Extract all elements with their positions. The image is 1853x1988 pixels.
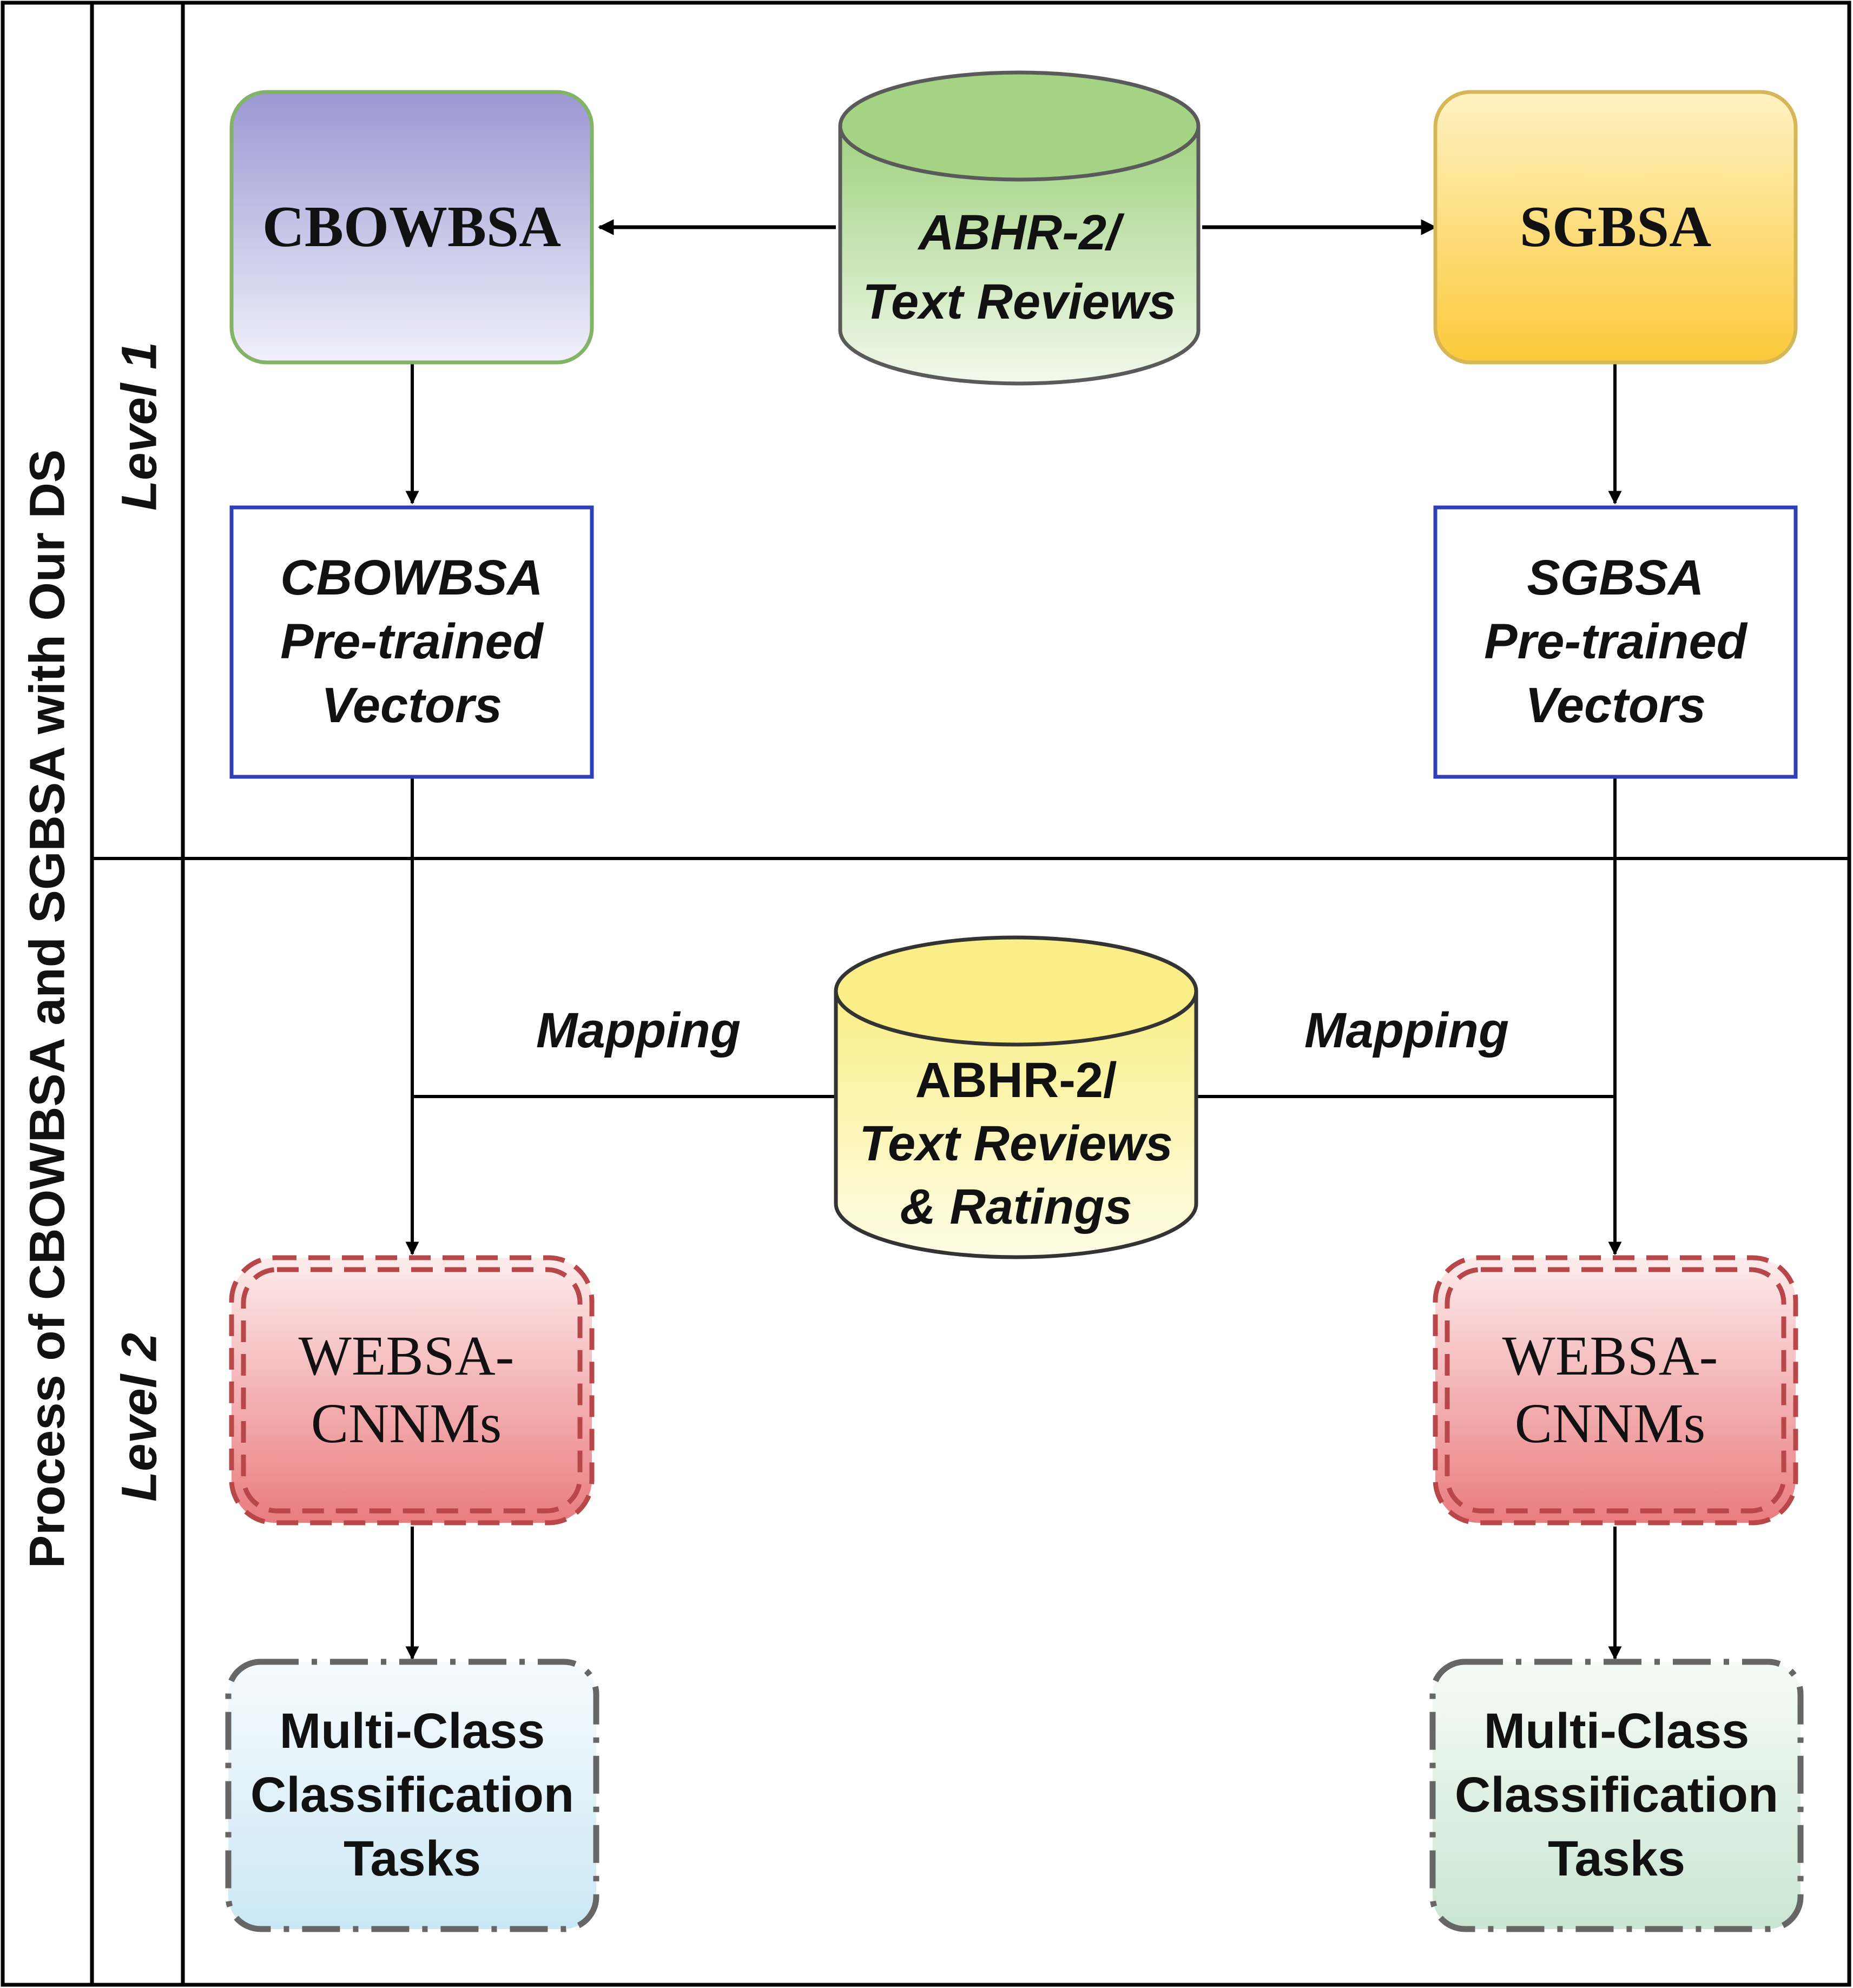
- sgbsa-vectors-box: [1433, 505, 1798, 779]
- cbowbsa-vectors-label: CBOWBSA Pre-trained Vectors: [280, 550, 543, 733]
- websa-left-label: WEBSA- CNNMs: [298, 1325, 515, 1455]
- dataset-2-line-3: & Ratings: [900, 1179, 1132, 1234]
- tasks-right-label: Multi-Class Classification Tasks: [1454, 1703, 1779, 1886]
- cbowbsa-label: CBOWBSA: [262, 195, 562, 259]
- dataset-cylinder-1: [838, 70, 1201, 386]
- mapping-right-label: Mapping: [1304, 1002, 1509, 1058]
- level-1-label: Level 1: [111, 342, 167, 511]
- dataset-1-line-2: Text Reviews: [862, 274, 1176, 329]
- tasks-left-box: [225, 1659, 599, 1932]
- dataset-cylinder-2: [834, 935, 1198, 1259]
- sgbsa-vectors-label: SGBSA Pre-trained Vectors: [1484, 550, 1747, 733]
- websa-right-box: [1433, 1255, 1798, 1525]
- sgbsa-label: SGBSA: [1519, 195, 1712, 259]
- sgbsa-box: [1433, 90, 1798, 365]
- cbowbsa-box: [229, 90, 594, 365]
- websa-left-box: [229, 1255, 595, 1525]
- level-2-label: Level 2: [111, 1333, 167, 1502]
- process-title: Process of CBOWBSA and SGBSA with Our DS: [19, 449, 75, 1569]
- tasks-right-box: [1429, 1659, 1804, 1932]
- dataset-1-line-1: ABHR-2/: [918, 204, 1120, 260]
- websa-right-label: WEBSA- CNNMs: [1502, 1325, 1718, 1455]
- dataset-2-line-1: ABHR-2/: [915, 1053, 1117, 1108]
- cbowbsa-vectors-box: [229, 505, 594, 779]
- dataset-2-line-2: Text Reviews: [859, 1116, 1173, 1171]
- tasks-left-label: Multi-Class Classification Tasks: [250, 1703, 575, 1886]
- mapping-left-label: Mapping: [536, 1002, 741, 1058]
